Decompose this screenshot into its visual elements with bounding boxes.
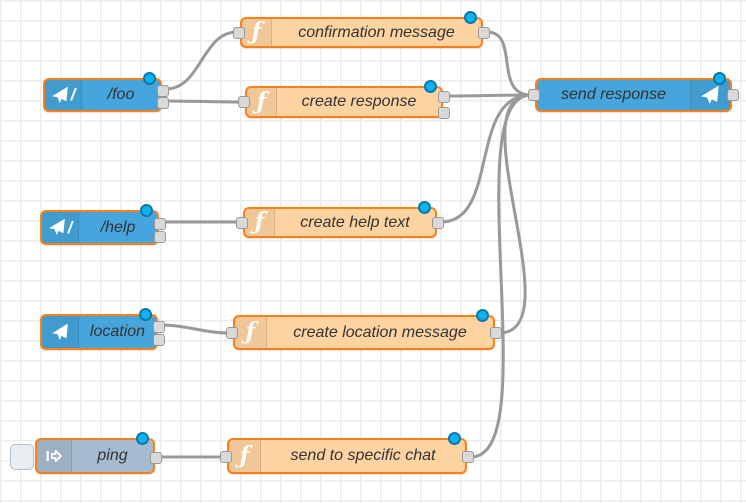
function-icon: ƒ — [242, 19, 272, 46]
node-label: create help text — [300, 213, 410, 231]
function-icon: ƒ — [247, 88, 277, 116]
node-create-location-message[interactable]: ƒ create location message — [226, 309, 502, 350]
paper-plane-icon — [51, 323, 70, 341]
output-port-2[interactable] — [153, 334, 165, 346]
changed-indicator — [448, 432, 461, 445]
telegram-command-icon: / — [42, 212, 79, 243]
paper-plane-icon — [51, 86, 70, 104]
node-ping-inject[interactable]: ping — [35, 432, 162, 474]
inject-icon — [37, 440, 72, 472]
function-f-icon: ƒ — [245, 318, 256, 345]
output-port[interactable] — [150, 452, 162, 464]
output-port[interactable] — [432, 217, 444, 229]
node-help-command[interactable]: / /help — [40, 204, 166, 245]
node-confirmation-message[interactable]: ƒ confirmation message — [233, 11, 490, 48]
changed-indicator — [464, 11, 477, 24]
input-port[interactable] — [528, 89, 540, 101]
input-port[interactable] — [226, 327, 238, 339]
wire-create-location-to-send-response[interactable] — [497, 93, 533, 335]
inject-button[interactable] — [10, 444, 34, 470]
node-label: /help — [100, 218, 136, 236]
wire-create-help-to-send-response[interactable] — [439, 93, 533, 224]
output-port-1[interactable] — [153, 321, 165, 333]
input-port[interactable] — [236, 217, 248, 229]
output-port-1[interactable] — [154, 218, 166, 230]
function-f-icon: ƒ — [256, 87, 267, 115]
telegram-event-icon — [42, 316, 79, 348]
node-label: create location message — [293, 323, 467, 341]
output-port-2[interactable] — [154, 231, 166, 243]
node-label: ping — [97, 447, 128, 464]
node-label: create response — [301, 93, 417, 110]
paper-plane-icon — [48, 219, 67, 236]
output-port[interactable] — [478, 27, 490, 39]
output-port[interactable] — [727, 89, 739, 101]
function-icon: ƒ — [245, 209, 275, 236]
node-label: send to specific chat — [290, 447, 436, 464]
node-label: confirmation message — [298, 23, 455, 41]
changed-indicator — [476, 309, 489, 322]
function-f-icon: ƒ — [254, 208, 265, 235]
changed-indicator — [424, 80, 437, 93]
output-port-2[interactable] — [157, 97, 169, 109]
inject-arrow-icon — [46, 449, 62, 463]
wire-foo-to-confirmation[interactable] — [164, 30, 239, 91]
function-icon: ƒ — [229, 440, 261, 472]
output-port-1[interactable] — [438, 91, 450, 103]
wire-location-to-create-location[interactable] — [159, 323, 231, 335]
changed-indicator — [139, 308, 152, 321]
paper-plane-icon — [700, 85, 721, 105]
changed-indicator — [143, 72, 156, 85]
slash-glyph: / — [67, 217, 73, 237]
function-f-icon: ƒ — [251, 18, 262, 45]
input-port[interactable] — [238, 96, 250, 108]
node-foo-command[interactable]: / /foo — [43, 72, 169, 112]
slash-glyph: / — [70, 85, 76, 104]
input-port[interactable] — [220, 451, 232, 463]
node-create-response[interactable]: ƒ create response — [238, 80, 450, 119]
telegram-command-icon: / — [45, 80, 82, 110]
output-port[interactable] — [462, 451, 474, 463]
output-port[interactable] — [490, 327, 502, 339]
telegram-sender-icon — [690, 80, 730, 110]
input-port[interactable] — [233, 27, 245, 39]
output-port-2[interactable] — [438, 107, 450, 119]
changed-indicator — [418, 201, 431, 214]
node-send-to-specific-chat[interactable]: ƒ send to specific chat — [220, 432, 474, 474]
changed-indicator — [140, 204, 153, 217]
wire-foo-to-create-response[interactable] — [164, 99, 244, 104]
node-label: send response — [561, 86, 666, 103]
changed-indicator — [713, 72, 726, 85]
node-label: /foo — [107, 86, 135, 103]
node-create-help-text[interactable]: ƒ create help text — [236, 201, 444, 238]
function-f-icon: ƒ — [239, 441, 250, 469]
wire-confirmation-to-send-response[interactable] — [485, 30, 533, 97]
node-label: location — [89, 323, 146, 340]
output-port-1[interactable] — [157, 85, 169, 97]
node-location-event[interactable]: location — [40, 308, 165, 350]
node-send-response[interactable]: send response — [528, 72, 739, 112]
changed-indicator — [136, 432, 149, 445]
wire-send-chat-to-send-response[interactable] — [469, 93, 533, 459]
function-icon: ƒ — [235, 317, 267, 348]
